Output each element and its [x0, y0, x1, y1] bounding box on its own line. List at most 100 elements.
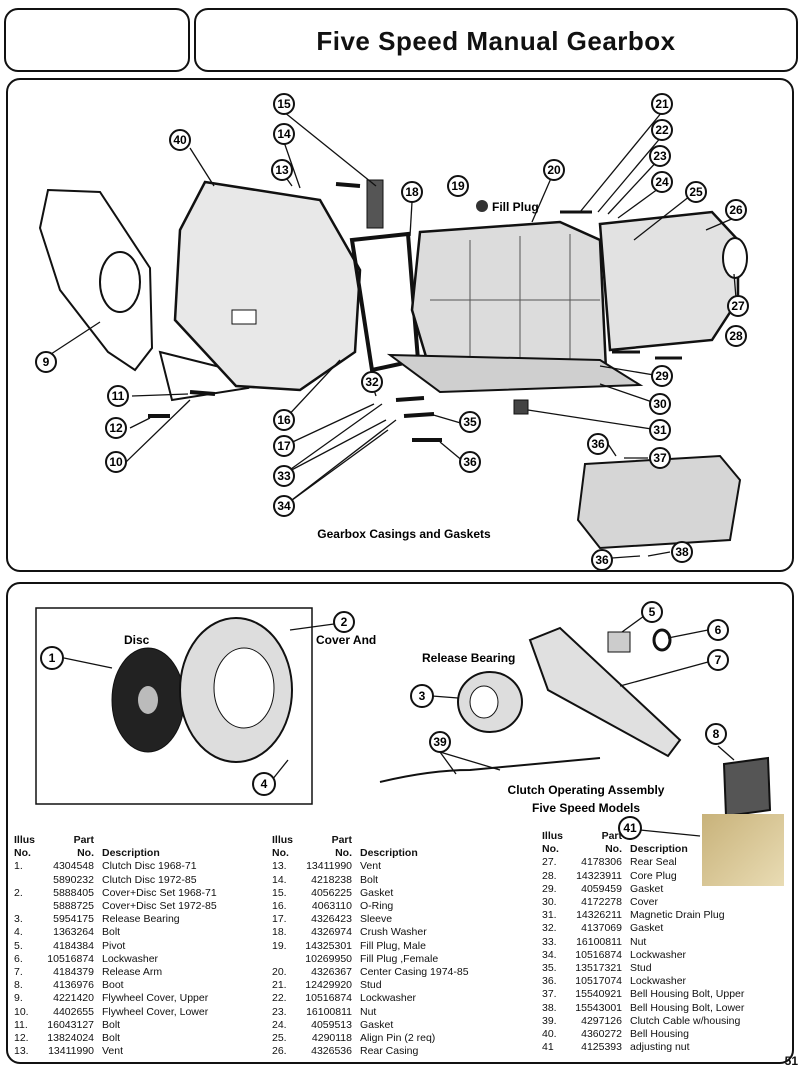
part-description: Flywheel Cover, Upper — [102, 992, 209, 1005]
callout-5: 5 — [649, 605, 656, 619]
part-number: 4136976 — [53, 979, 94, 992]
callout-9: 9 — [43, 355, 50, 369]
header-partno: No. — [335, 847, 352, 860]
part-description: Cover — [630, 896, 659, 909]
clutch-operating-panel — [6, 582, 794, 1064]
callout-13: 13 — [275, 163, 289, 177]
header-desc: Description — [630, 843, 688, 856]
header-illus: Illus — [272, 834, 294, 846]
illus-number: 8. — [14, 979, 23, 992]
part-number: 4304548 — [53, 860, 94, 873]
part-number: 10516874 — [305, 992, 352, 1005]
callout-37: 37 — [653, 451, 667, 465]
illus-number: 35. — [542, 962, 557, 975]
part-number: 4402655 — [53, 1005, 94, 1018]
part-number: 13411990 — [48, 1045, 94, 1058]
part-number: 15540921 — [575, 988, 622, 1001]
illus-number: 7. — [14, 966, 23, 979]
callout-38: 38 — [675, 545, 689, 559]
header-part: Part — [73, 834, 94, 846]
callout-12: 12 — [109, 421, 123, 435]
callout-8: 8 — [713, 727, 720, 741]
part-description: Lockwasher — [630, 975, 687, 988]
illus-number: 9. — [14, 992, 23, 1005]
part-description: Lockwasher — [630, 948, 687, 961]
part-number: 4178306 — [581, 856, 622, 869]
part-number: 12429920 — [305, 979, 352, 992]
part-description: Bolt — [360, 873, 379, 886]
part-description: Pivot — [102, 939, 126, 952]
part-description: Nut — [630, 935, 647, 948]
callout-36c: 36 — [595, 553, 609, 567]
callout-3: 3 — [419, 689, 426, 703]
callout-25: 25 — [689, 185, 703, 199]
illus-number: 36. — [542, 975, 557, 988]
part-description: Vent — [360, 860, 382, 873]
bottom-cover-shape — [386, 353, 644, 394]
header-no: No. — [272, 847, 289, 860]
illus-number: 31. — [542, 909, 557, 922]
part-description: Stud — [360, 979, 382, 992]
part-description: Rear Casing — [360, 1045, 419, 1058]
callout-32: 32 — [365, 375, 379, 389]
header-desc: Description — [360, 847, 418, 860]
header-partno: No. — [77, 847, 94, 860]
header-part: Part — [331, 834, 352, 846]
callout-36: 36 — [463, 455, 477, 469]
part-number: 4056225 — [311, 886, 352, 899]
part-description: Nut — [360, 1005, 377, 1018]
illus-number: 33. — [542, 935, 557, 948]
illus-number: 6. — [14, 952, 23, 965]
illus-number: 3. — [14, 913, 23, 926]
illus-number: 27. — [542, 856, 557, 869]
part-number: 4125393 — [581, 1041, 622, 1054]
callout-21: 21 — [655, 97, 669, 111]
callout-10: 10 — [109, 455, 123, 469]
callout-23: 23 — [653, 149, 667, 163]
part-number: 13517321 — [575, 962, 622, 975]
part-description: Clutch Disc 1972-85 — [102, 873, 197, 886]
part-description: Gasket — [360, 886, 394, 899]
illus-number — [14, 900, 36, 913]
part-description: Crush Washer — [360, 926, 427, 939]
clutch-cable-shape — [379, 757, 601, 783]
illus-number: 26. — [272, 1045, 287, 1058]
part-number: 4137069 — [581, 922, 622, 935]
part-description: Lockwasher — [102, 952, 159, 965]
illus-number: 2. — [14, 886, 23, 899]
callout-24: 24 — [655, 175, 669, 189]
part-number: 4326367 — [311, 966, 352, 979]
fill-plug-shape — [476, 200, 488, 212]
clutch-inset-frame — [35, 607, 313, 805]
callout-31: 31 — [653, 423, 667, 437]
callout-36b: 36 — [591, 437, 605, 451]
gasket-shape — [349, 231, 421, 373]
part-description: Flywheel Cover, Lower — [102, 1005, 209, 1018]
part-description: Clutch Disc 1968-71 — [102, 860, 197, 873]
illus-number: 37. — [542, 988, 557, 1001]
part-number: 14323911 — [576, 869, 622, 882]
boot-shape — [722, 756, 772, 818]
callout-6: 6 — [715, 623, 722, 637]
gearbox-casings-panel — [6, 78, 794, 572]
fill-plug-label: Fill Plug — [492, 200, 539, 214]
part-description: Release Bearing — [102, 913, 180, 926]
part-description: Fill Plug, Male — [360, 939, 426, 952]
bell-housing-shape — [173, 180, 362, 392]
